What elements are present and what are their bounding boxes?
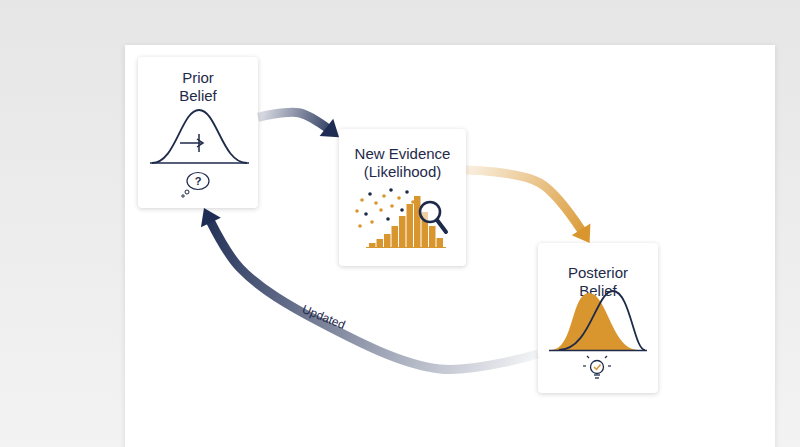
arrow-head: [201, 208, 221, 227]
flow-arrow: [258, 112, 339, 137]
thought-symbol: ?: [195, 175, 202, 187]
posterior-box: Posterior Belief: [538, 243, 658, 393]
arrow-head: [320, 119, 339, 138]
flow-arrow: [466, 170, 590, 243]
node-label: Prior Belief: [167, 69, 229, 105]
connector-group: [258, 112, 339, 137]
connector-group: [466, 170, 590, 243]
evidence-box: New Evidence (Likelihood): [339, 129, 466, 266]
arrow-head: [572, 224, 591, 243]
node-label: Posterior Belief: [560, 264, 636, 300]
node-label: New Evidence (Likelihood): [349, 145, 457, 181]
